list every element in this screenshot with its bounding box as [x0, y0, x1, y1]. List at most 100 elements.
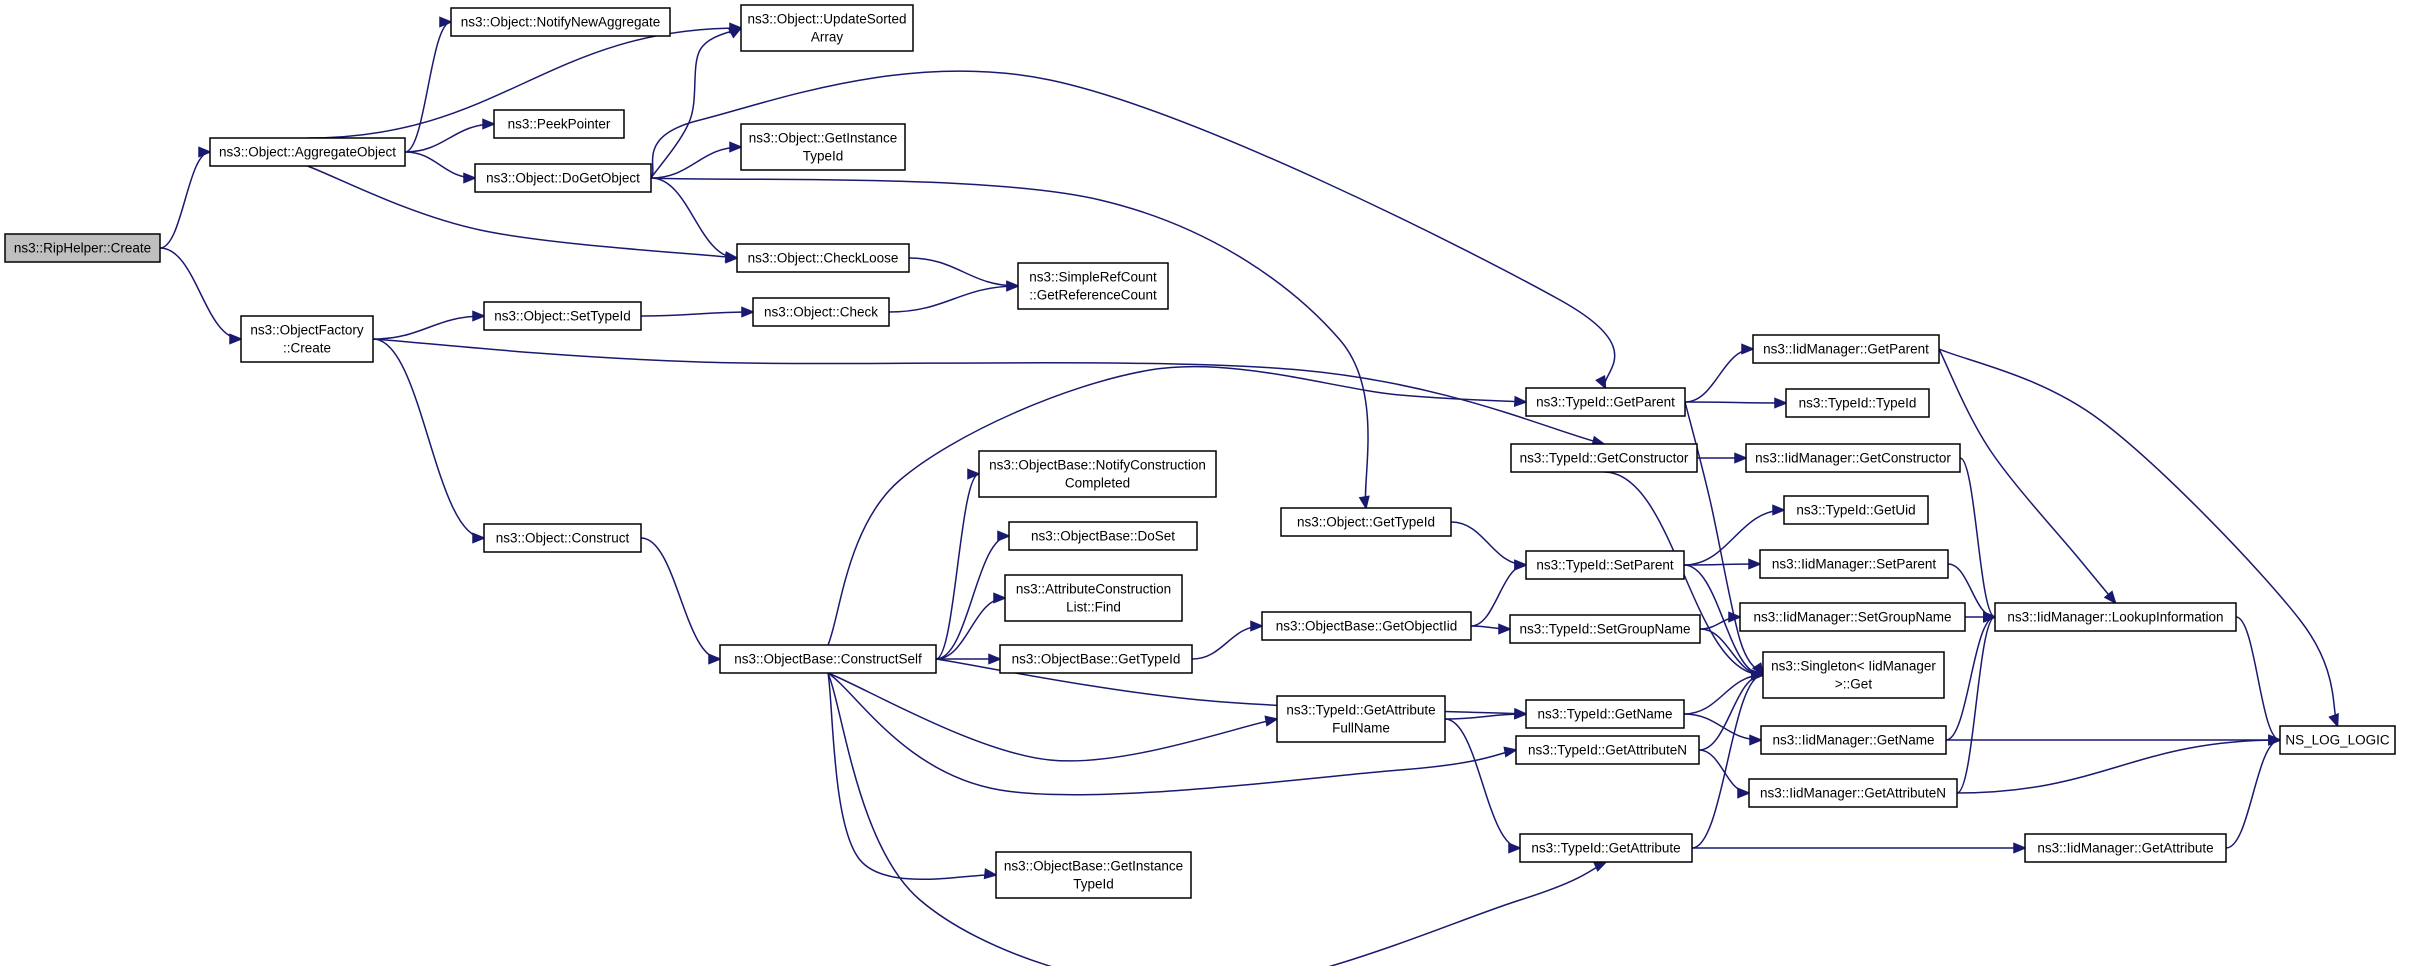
edge-objectfactory_create-to-object_construct [372, 338, 486, 544]
node-label: TypeId [1073, 877, 1114, 892]
node-typeid-getconstructor[interactable]: ns3::TypeId::GetConstructor [1510, 443, 1698, 473]
node-box [1760, 725, 1947, 755]
node-label: ns3::TypeId::GetParent [1536, 395, 1675, 410]
node-box [1525, 550, 1685, 580]
node-label: ns3::Object::CheckLoose [748, 251, 899, 266]
node-iidmanager-setgroupname[interactable]: ns3::IidManager::SetGroupName [1739, 602, 1966, 632]
node-objectbase-doset[interactable]: ns3::ObjectBase::DoSet [1008, 521, 1198, 551]
node-ns-log-logic[interactable]: NS_LOG_LOGIC [2279, 725, 2396, 755]
arrowhead [2268, 734, 2282, 746]
arrowhead [1498, 623, 1512, 635]
node-label: ns3::SimpleRefCount [1029, 270, 1157, 285]
node-typeid-getattribute[interactable]: ns3::TypeId::GetAttribute [1519, 833, 1693, 863]
node-box [474, 163, 652, 193]
arrowhead [1358, 495, 1370, 510]
node-label: ns3::Object::SetTypeId [494, 309, 631, 324]
node-typeid-getuid[interactable]: ns3::TypeId::GetUid [1783, 495, 1929, 525]
node-iidmanager-setparent[interactable]: ns3::IidManager::SetParent [1759, 549, 1949, 579]
arrowhead [229, 333, 243, 345]
node-peekpointer[interactable]: ns3::PeekPointer [493, 109, 625, 139]
node-object-notifynewaggregate[interactable]: ns3::Object::NotifyNewAggregate [450, 7, 671, 37]
node-label: ns3::Object::UpdateSorted [747, 12, 906, 27]
edge-typeid_getattributefullname-to-typeid_getattribute [1444, 718, 1522, 854]
node-typeid-getattributen[interactable]: ns3::TypeId::GetAttributeN [1515, 735, 1700, 765]
edge-line [827, 672, 997, 881]
node-label: ns3::IidManager::GetAttribute [2037, 841, 2213, 856]
node-objectbase-gettypeid[interactable]: ns3::ObjectBase::GetTypeId [999, 644, 1193, 674]
node-object-check[interactable]: ns3::Object::Check [752, 297, 890, 327]
arrowhead [1592, 861, 1608, 872]
node-label: List::Find [1066, 600, 1121, 615]
arrowhead [198, 146, 212, 158]
node-object-construct[interactable]: ns3::Object::Construct [483, 523, 642, 553]
node-iidmanager-getname[interactable]: ns3::IidManager::GetName [1760, 725, 1947, 755]
edge-typeid_setparent-to-typeid_getuid [1683, 504, 1786, 566]
node-objectbase-getobjectiid[interactable]: ns3::ObjectBase::GetObjectIid [1261, 611, 1472, 641]
node-typeid-setgroupname[interactable]: ns3::TypeId::SetGroupName [1509, 614, 1701, 644]
node-label: ns3::ObjectBase::NotifyConstruction [989, 458, 1206, 473]
node-object-checkloose[interactable]: ns3::Object::CheckLoose [736, 243, 910, 273]
edge-line [640, 311, 754, 317]
edge-typeid_getattributefullname-to-typeid_getname [1444, 708, 1528, 720]
node-objectbase-notifyconstructioncompleted[interactable]: ns3::ObjectBase::NotifyConstructionCompl… [978, 450, 1217, 498]
arrowhead [725, 252, 739, 264]
node-label: ns3::ObjectBase::GetTypeId [1012, 652, 1181, 667]
node-objectfactory-create[interactable]: ns3::ObjectFactory::Create [240, 315, 374, 363]
arrowhead [2103, 590, 2117, 605]
edge-objectbase_constructself-to-objectbase_doset [935, 530, 1011, 660]
edge-line [1684, 401, 1787, 404]
node-object-dogetobject[interactable]: ns3::Object::DoGetObject [474, 163, 652, 193]
arrowhead [988, 653, 1002, 665]
edge-line [1684, 348, 1754, 403]
edge-line [372, 338, 1605, 445]
node-box [2024, 833, 2227, 863]
arrowhead [1774, 397, 1788, 409]
node-label: ns3::TypeId::GetAttribute [1531, 841, 1680, 856]
arrowhead [1595, 374, 1607, 390]
node-label: ::GetReferenceCount [1029, 288, 1157, 303]
node-typeid-typeid[interactable]: ns3::TypeId::TypeId [1785, 388, 1930, 418]
node-typeid-setparent[interactable]: ns3::TypeId::SetParent [1525, 550, 1685, 580]
edge-line [1938, 348, 2117, 604]
node-object-settypeid[interactable]: ns3::Object::SetTypeId [483, 301, 642, 331]
edge-line [650, 27, 742, 179]
edge-object_aggregateobject-to-peekpointer [404, 118, 496, 153]
node-iidmanager-getattribute[interactable]: ns3::IidManager::GetAttribute [2024, 833, 2227, 863]
edge-typeid_getname-to-singleton_get [1683, 669, 1765, 715]
edge-line [372, 338, 485, 539]
node-singleton-get[interactable]: ns3::Singleton< IidManager >::Get [1762, 651, 1945, 699]
edge-line [1684, 401, 1764, 676]
node-typeid-getname[interactable]: ns3::TypeId::GetName [1525, 699, 1685, 729]
edge-line [650, 70, 1616, 389]
node-iidmanager-lookupinformation[interactable]: ns3::IidManager::LookupInformation [1994, 602, 2237, 632]
node-simplerefcount-getreferencecount[interactable]: ns3::SimpleRefCount::GetReferenceCount [1017, 262, 1169, 310]
node-box [1783, 495, 1929, 525]
node-objectbase-constructself[interactable]: ns3::ObjectBase::ConstructSelf [719, 644, 937, 674]
edge-line [650, 177, 738, 259]
edge-object_check-to-simplerefcount_getreferencecount [888, 280, 1020, 313]
node-riphelper-create[interactable]: ns3::RipHelper::Create [4, 233, 161, 263]
node-box [450, 7, 671, 37]
edge-line [1945, 616, 1996, 741]
edge-line [1683, 509, 1785, 566]
arrowhead [1749, 734, 1763, 746]
edge-typeid_getname-to-iidmanager_getname [1683, 713, 1763, 746]
node-iidmanager-getconstructor[interactable]: ns3::IidManager::GetConstructor [1745, 443, 1961, 473]
node-box [1525, 699, 1685, 729]
node-typeid-getparent[interactable]: ns3::TypeId::GetParent [1525, 387, 1686, 417]
edge-object_aggregateobject-to-object_dogetobject [404, 151, 477, 184]
edge-typeid_getattributen-to-iidmanager_getattributen [1698, 749, 1751, 799]
node-label: Completed [1065, 476, 1130, 491]
node-box [1745, 443, 1961, 473]
node-iidmanager-getparent[interactable]: ns3::IidManager::GetParent [1752, 334, 1940, 364]
edge-typeid_getparent-to-typeid_typeid [1684, 397, 1788, 409]
node-iidmanager-getattributen[interactable]: ns3::IidManager::GetAttributeN [1748, 778, 1958, 808]
node-object-aggregateobject[interactable]: ns3::Object::AggregateObject [209, 137, 406, 167]
node-object-gettypeid[interactable]: ns3::Object::GetTypeId [1280, 507, 1452, 537]
